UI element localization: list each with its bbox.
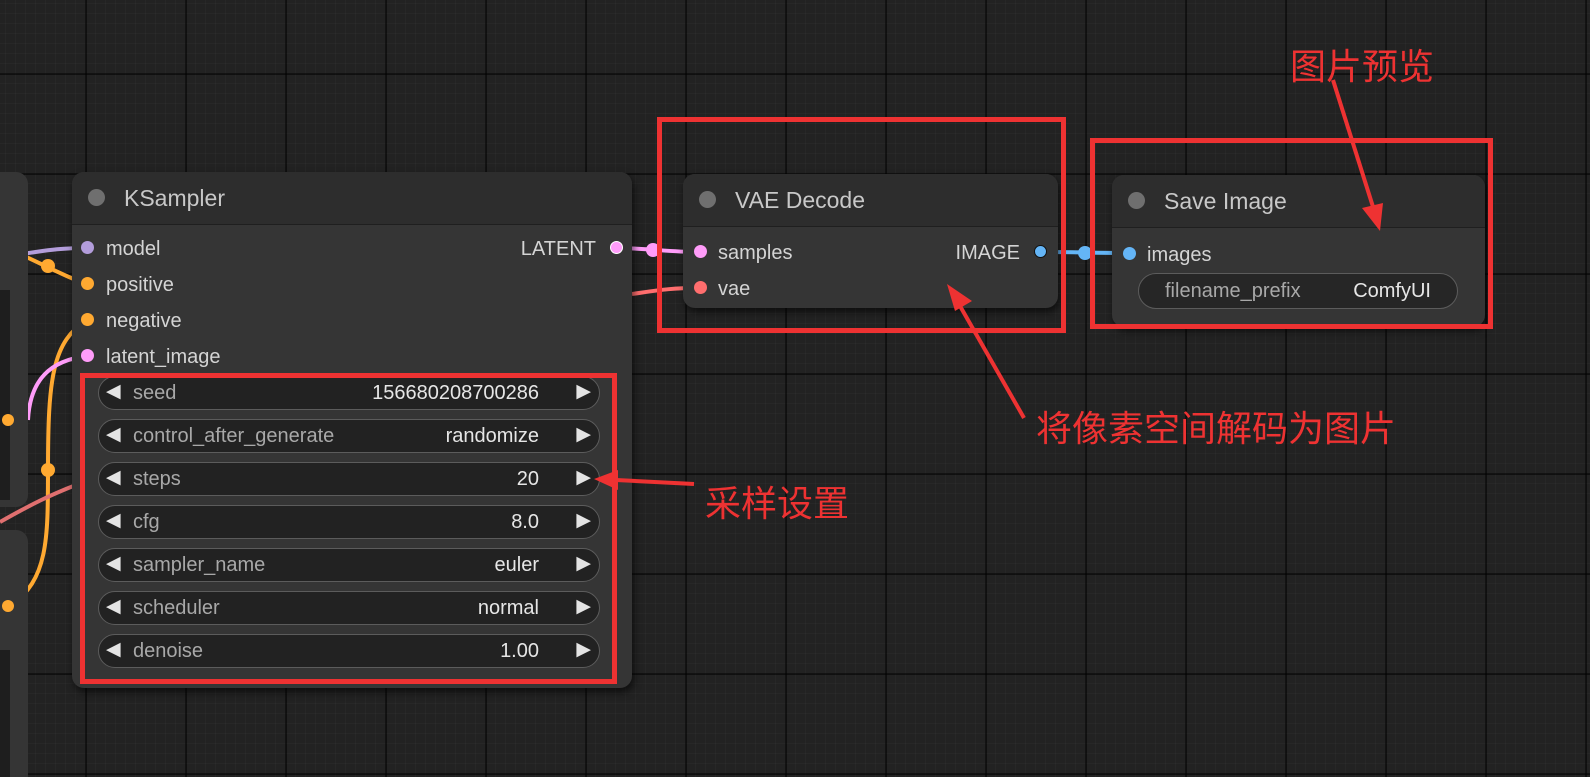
widget-value[interactable]: euler	[494, 554, 539, 576]
annotation-image-preview: 图片预览	[1290, 47, 1435, 88]
annotation-box-vae-decode	[657, 117, 1066, 333]
collapse-dot-icon[interactable]	[699, 191, 716, 208]
increment-arrow-icon[interactable]: ▶	[576, 467, 591, 488]
scheduler-widget[interactable]: ◀ scheduler normal ▶	[98, 591, 600, 625]
control-after-generate-widget[interactable]: ◀ control_after_generate randomize ▶	[98, 419, 600, 453]
widget-value[interactable]: 20	[516, 468, 539, 490]
increment-arrow-icon[interactable]: ▶	[576, 424, 591, 445]
widget-label: filename_prefix	[1165, 280, 1301, 302]
node-title-bar[interactable]: VAE Decode	[683, 174, 1058, 227]
decrement-arrow-icon[interactable]: ◀	[106, 639, 121, 660]
input-negative-label: negative	[106, 310, 182, 332]
widget-label: denoise	[133, 640, 204, 662]
denoise-widget[interactable]: ◀ denoise 1.00 ▶	[98, 634, 600, 668]
partial-node-bottom-left[interactable]	[0, 530, 28, 777]
widget-value[interactable]: 1.00	[500, 640, 539, 662]
input-samples-label: samples	[718, 242, 793, 264]
widget-value[interactable]: ComfyUI	[1353, 280, 1431, 302]
decrement-arrow-icon[interactable]: ◀	[106, 596, 121, 617]
output-image-label: IMAGE	[955, 242, 1020, 264]
widget-value[interactable]: normal	[477, 597, 539, 619]
decrement-arrow-icon[interactable]: ◀	[106, 467, 121, 488]
ksampler-node[interactable]: KSampler model positive negative latent_…	[72, 172, 632, 688]
latent-image-input-dot[interactable]	[81, 349, 94, 362]
node-title: VAE Decode	[735, 187, 865, 213]
annotation-sampling-settings: 采样设置	[705, 484, 850, 525]
node-title: Save Image	[1164, 188, 1287, 214]
widget-label: sampler_name	[133, 554, 266, 576]
positive-input-dot[interactable]	[81, 277, 94, 290]
input-positive-label: positive	[106, 274, 174, 296]
reroute-dot-positive	[41, 259, 55, 273]
latent-output-dot[interactable]	[610, 241, 623, 254]
steps-widget[interactable]: ◀ steps 20 ▶	[98, 462, 600, 496]
filename-prefix-field[interactable]: filename_prefix ComfyUI	[1138, 273, 1458, 309]
widget-label: seed	[133, 382, 177, 404]
reroute-dot-negative	[41, 463, 55, 477]
decrement-arrow-icon[interactable]: ◀	[106, 424, 121, 445]
negative-input-dot[interactable]	[81, 313, 94, 326]
input-images-label: images	[1147, 244, 1212, 266]
node-title-bar[interactable]: Save Image	[1112, 175, 1485, 228]
input-latent-image-label: latent_image	[106, 346, 221, 368]
widget-value[interactable]: 156680208700286	[372, 382, 539, 404]
widget-label: scheduler	[133, 597, 220, 619]
increment-arrow-icon[interactable]: ▶	[576, 381, 591, 402]
output-latent-label: LATENT	[520, 238, 596, 260]
partial-output-dot[interactable]	[2, 600, 14, 612]
widget-label: control_after_generate	[133, 425, 335, 447]
widget-value[interactable]: 8.0	[511, 511, 539, 533]
vae-decode-node[interactable]: VAE Decode samples vae IMAGE	[683, 174, 1058, 308]
annotation-decode-to-image: 将像素空间解码为图片	[1036, 409, 1397, 450]
cfg-widget[interactable]: ◀ cfg 8.0 ▶	[98, 505, 600, 539]
widget-label: cfg	[133, 511, 160, 533]
node-title-bar[interactable]: KSampler	[72, 172, 632, 225]
node-title: KSampler	[124, 185, 225, 211]
increment-arrow-icon[interactable]: ▶	[576, 596, 591, 617]
decrement-arrow-icon[interactable]: ◀	[106, 381, 121, 402]
save-image-node[interactable]: Save Image images filename_prefix ComfyU…	[1112, 175, 1485, 327]
sampler-name-widget[interactable]: ◀ sampler_name euler ▶	[98, 548, 600, 582]
partial-node-top-left[interactable]	[0, 172, 28, 507]
increment-arrow-icon[interactable]: ▶	[576, 639, 591, 660]
partial-output-dot[interactable]	[2, 414, 14, 426]
annotation-box-save-image	[1090, 138, 1493, 329]
annotation-box-sampling-settings	[80, 373, 617, 684]
increment-arrow-icon[interactable]: ▶	[576, 510, 591, 531]
widget-value[interactable]: randomize	[445, 425, 539, 447]
model-input-dot[interactable]	[81, 241, 94, 254]
collapse-dot-icon[interactable]	[1128, 192, 1145, 209]
input-model-label: model	[106, 238, 161, 260]
increment-arrow-icon[interactable]: ▶	[576, 553, 591, 574]
widget-label: steps	[133, 468, 181, 490]
decrement-arrow-icon[interactable]: ◀	[106, 553, 121, 574]
decrement-arrow-icon[interactable]: ◀	[106, 510, 121, 531]
input-vae-label: vae	[718, 278, 751, 300]
collapse-dot-icon[interactable]	[88, 189, 105, 206]
